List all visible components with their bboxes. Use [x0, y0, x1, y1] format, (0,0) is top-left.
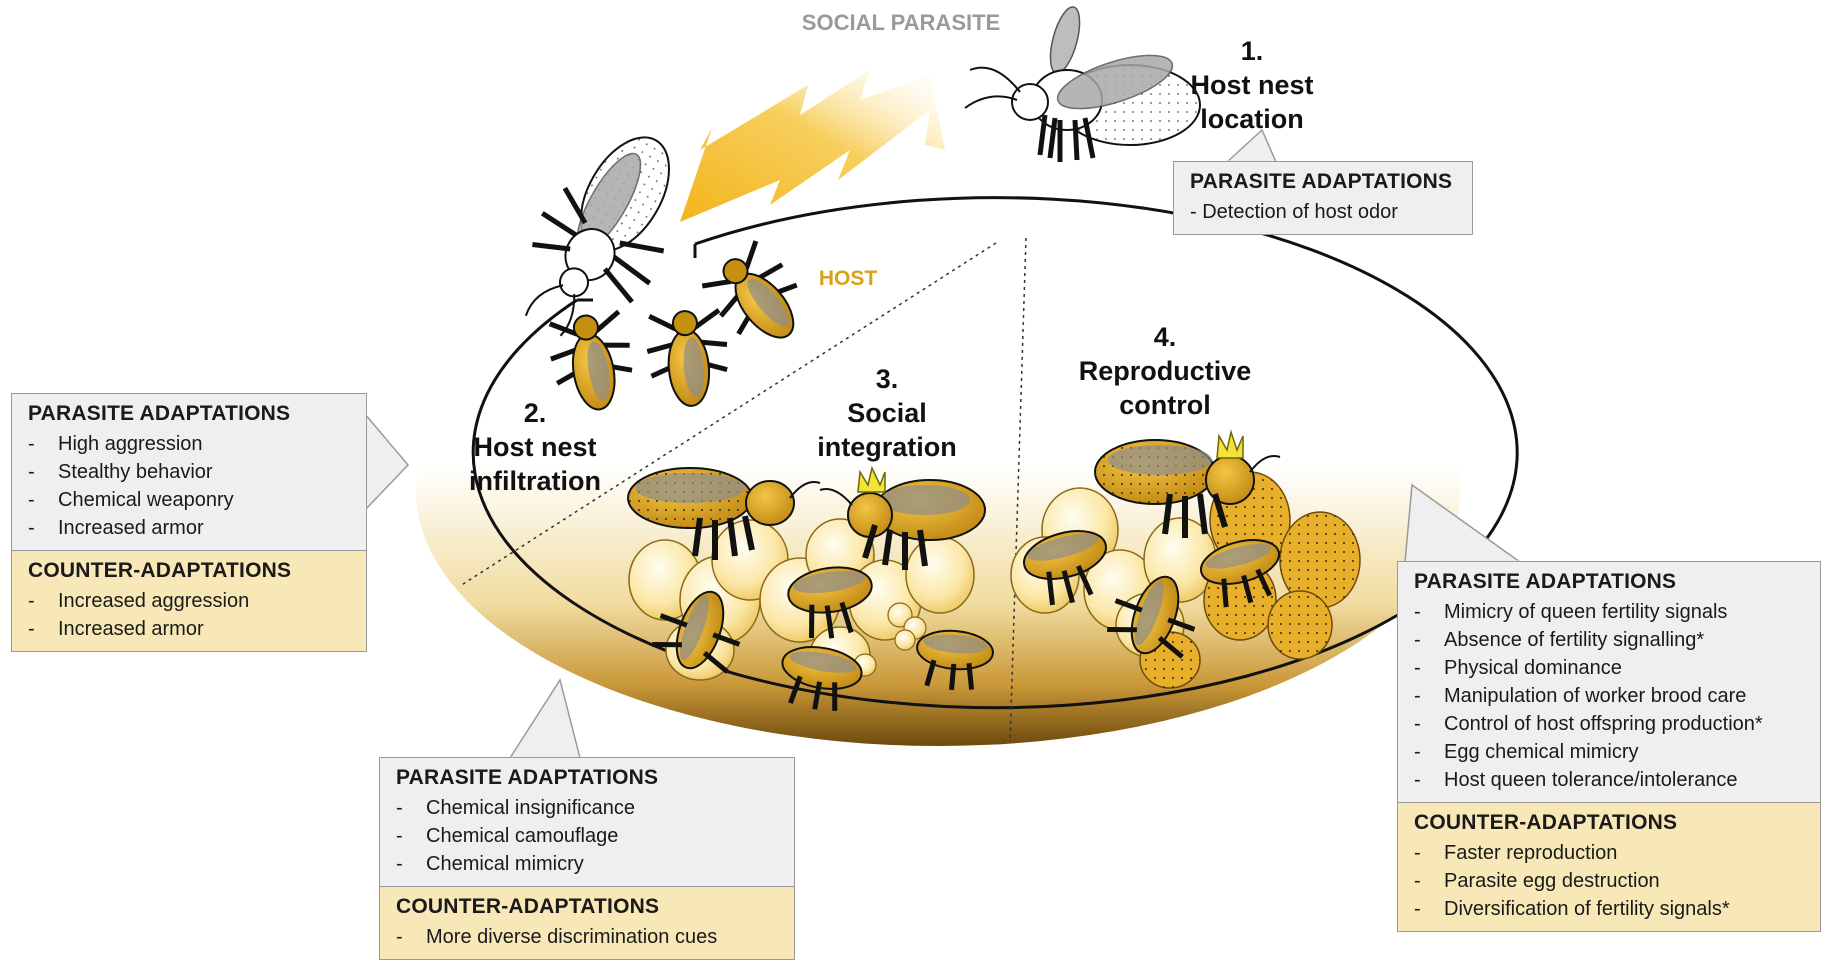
integration-parasite-item: -Chemical insignificance — [396, 794, 778, 822]
stage-1-label: 1. Host nest location — [1152, 34, 1352, 136]
host-label: HOST — [819, 267, 878, 290]
reproductive-counter-item: -Parasite egg destruction — [1414, 867, 1804, 895]
reproductive-parasite-section: PARASITE ADAPTATIONS -Mimicry of queen f… — [1398, 562, 1820, 802]
integration-counter-item: -More diverse discrimination cues — [396, 923, 778, 951]
stage-4-line-1: Reproductive — [1045, 354, 1285, 388]
location-parasite-section: PARASITE ADAPTATIONS - Detection of host… — [1174, 162, 1472, 234]
reproductive-adaptations-box: PARASITE ADAPTATIONS -Mimicry of queen f… — [1397, 561, 1821, 932]
reproductive-parasite-item: -Control of host offspring production* — [1414, 710, 1804, 738]
stage-3-label: 3. Social integration — [792, 362, 982, 464]
integration-adaptations-box: PARASITE ADAPTATIONS -Chemical insignifi… — [379, 757, 795, 960]
reproductive-counter-header: COUNTER-ADAPTATIONS — [1414, 811, 1804, 835]
location-adaptations-box: PARASITE ADAPTATIONS - Detection of host… — [1173, 161, 1473, 235]
reproductive-parasite-item: -Egg chemical mimicry — [1414, 738, 1804, 766]
infiltration-adaptations-box: PARASITE ADAPTATIONS -High aggression -S… — [11, 393, 367, 652]
infiltration-parasite-header: PARASITE ADAPTATIONS — [28, 402, 350, 426]
reproductive-parasite-item: -Absence of fertility signalling* — [1414, 626, 1804, 654]
infiltration-parasite-section: PARASITE ADAPTATIONS -High aggression -S… — [12, 394, 366, 550]
stage-1-line-2: location — [1152, 102, 1352, 136]
stage-4-line-2: control — [1045, 388, 1285, 422]
integration-counter-section: COUNTER-ADAPTATIONS -More diverse discri… — [380, 886, 794, 959]
infiltration-counter-section: COUNTER-ADAPTATIONS -Increased aggressio… — [12, 550, 366, 651]
reproductive-parasite-item: -Mimicry of queen fertility signals — [1414, 598, 1804, 626]
infiltration-parasite-item: -Chemical weaponry — [28, 486, 350, 514]
stage-2-line-1: Host nest — [440, 430, 630, 464]
infiltration-parasite-item: -High aggression — [28, 430, 350, 458]
integration-parasite-item: -Chemical camouflage — [396, 822, 778, 850]
reproductive-parasite-item: -Physical dominance — [1414, 654, 1804, 682]
callout-tail-infiltration — [365, 414, 408, 510]
infiltration-counter-header: COUNTER-ADAPTATIONS — [28, 559, 350, 583]
callout-tail-reproductive — [1405, 485, 1520, 562]
stage-1-number: 1. — [1152, 34, 1352, 68]
host-odor-plume — [680, 70, 945, 222]
location-parasite-header: PARASITE ADAPTATIONS — [1190, 170, 1456, 194]
integration-parasite-header: PARASITE ADAPTATIONS — [396, 766, 778, 790]
reproductive-parasite-item: -Host queen tolerance/intolerance — [1414, 766, 1804, 794]
stage-3-number: 3. — [792, 362, 982, 396]
stage-4-label: 4. Reproductive control — [1045, 320, 1285, 422]
integration-parasite-section: PARASITE ADAPTATIONS -Chemical insignifi… — [380, 758, 794, 886]
stage-2-line-2: infiltration — [440, 464, 630, 498]
social-parasite-label: SOCIAL PARASITE — [802, 10, 1000, 35]
stage-4-number: 4. — [1045, 320, 1285, 354]
infiltration-counter-item: -Increased armor — [28, 615, 350, 643]
reproductive-parasite-header: PARASITE ADAPTATIONS — [1414, 570, 1804, 594]
reproductive-counter-item: -Diversification of fertility signals* — [1414, 895, 1804, 923]
stage-1-line-1: Host nest — [1152, 68, 1352, 102]
infiltration-counter-item: -Increased aggression — [28, 587, 350, 615]
callout-tail-integration — [510, 680, 580, 758]
reproductive-counter-section: COUNTER-ADAPTATIONS -Faster reproduction… — [1398, 802, 1820, 931]
location-parasite-item: - Detection of host odor — [1190, 198, 1456, 226]
reproductive-parasite-item: -Manipulation of worker brood care — [1414, 682, 1804, 710]
infiltration-parasite-item: -Increased armor — [28, 514, 350, 542]
stage-3-line-2: integration — [792, 430, 982, 464]
stage-2-number: 2. — [440, 396, 630, 430]
infiltration-parasite-item: -Stealthy behavior — [28, 458, 350, 486]
reproductive-counter-item: -Faster reproduction — [1414, 839, 1804, 867]
integration-counter-header: COUNTER-ADAPTATIONS — [396, 895, 778, 919]
integration-parasite-item: -Chemical mimicry — [396, 850, 778, 878]
stage-3-line-1: Social — [792, 396, 982, 430]
stage-2-label: 2. Host nest infiltration — [440, 396, 630, 498]
